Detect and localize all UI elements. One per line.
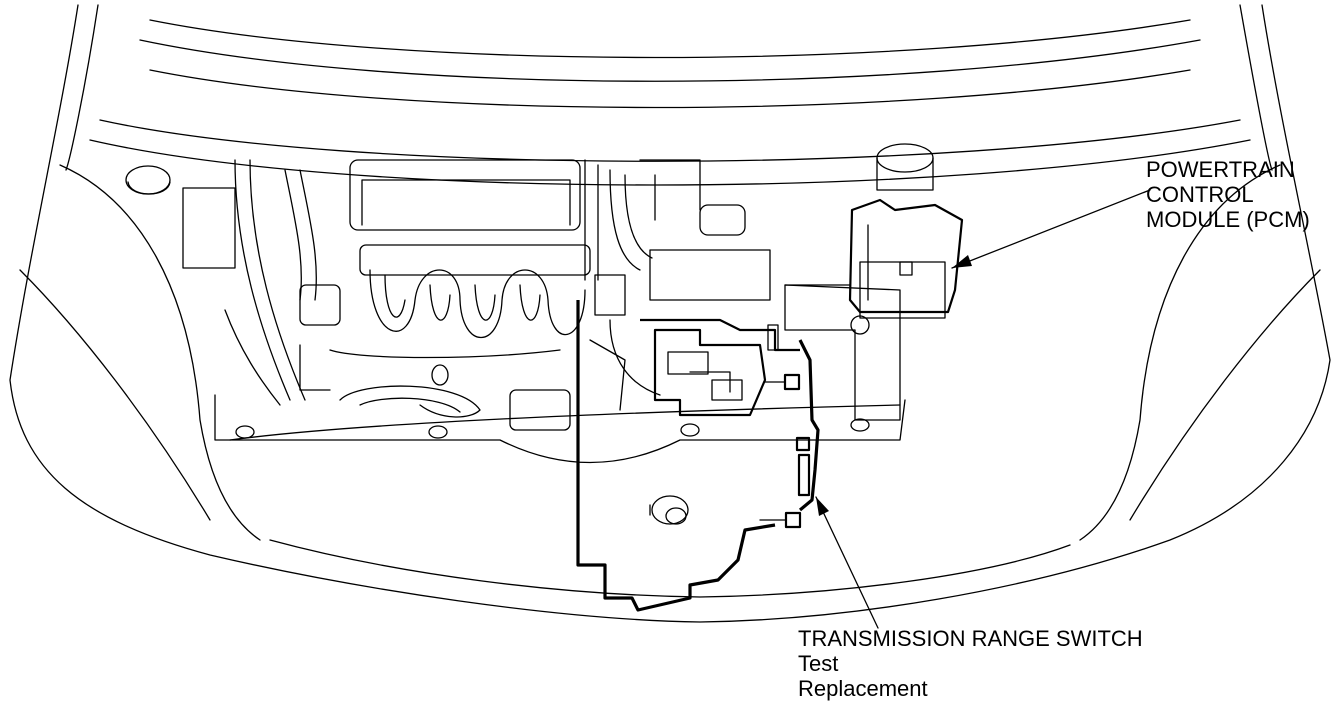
pcm-leader-line [951, 189, 1151, 269]
trs-replacement-link[interactable]: Replacement [798, 676, 928, 701]
intake-manifold [329, 159, 591, 386]
transmission-outline [576, 300, 820, 612]
trs-test-link[interactable]: Test [798, 651, 839, 676]
car-body-outline [9, 4, 1331, 623]
transmission-internals [653, 324, 801, 417]
trs-label-line1: TRANSMISSION RANGE SWITCH [798, 626, 1143, 651]
trs-callout-label: TRANSMISSION RANGE SWITCH Test Replaceme… [798, 626, 1143, 701]
left-components [125, 159, 341, 406]
trs-leader-arrow [816, 497, 829, 516]
lower-engine [339, 339, 626, 431]
battery-area [784, 143, 946, 421]
trs-leader-line [815, 496, 879, 629]
leader-lines [815, 189, 1151, 629]
pcm-housing [848, 198, 964, 314]
pcm-leader-arrow [952, 255, 972, 268]
radiator-support [214, 394, 906, 464]
pcm-label-line1: POWERTRAIN [1146, 157, 1295, 182]
pcm-label-line2: CONTROL [1146, 182, 1254, 207]
pcm-label-line3: MODULE (PCM) [1146, 207, 1310, 232]
pcm-callout-label: POWERTRAIN CONTROL MODULE (PCM) [1146, 157, 1310, 232]
center-hoses [584, 159, 771, 396]
transmission-range-switch [649, 436, 811, 529]
